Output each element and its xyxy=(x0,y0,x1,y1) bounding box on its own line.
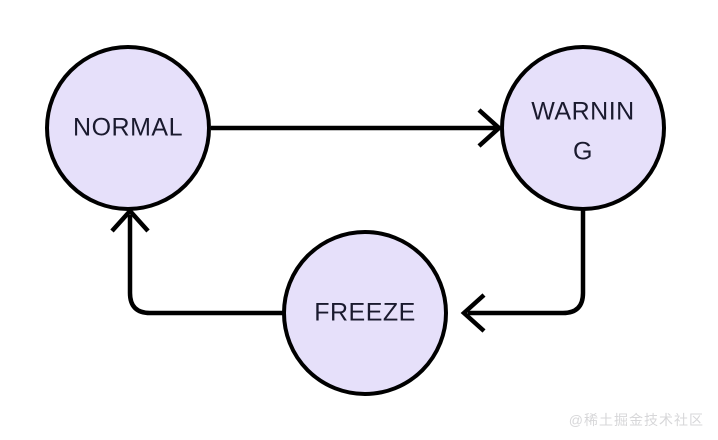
node-label-warning-line1: WARNIN xyxy=(531,98,634,126)
arrowhead-icon xyxy=(460,293,486,333)
arrowhead-icon xyxy=(477,108,503,148)
edge-normal-to-warning[interactable] xyxy=(211,108,503,148)
state-node-normal[interactable]: NORMAL xyxy=(45,45,211,211)
edge-warning-to-freeze[interactable] xyxy=(460,210,586,333)
state-node-freeze[interactable]: FREEZE xyxy=(282,230,448,396)
arrowhead-icon xyxy=(110,207,150,233)
node-shape xyxy=(45,45,211,211)
node-shape xyxy=(500,45,666,211)
edge-line xyxy=(127,215,290,316)
node-label-warning-line2: G xyxy=(573,138,593,166)
node-label-normal: NORMAL xyxy=(73,114,183,142)
state-node-warning[interactable]: WARNIN G xyxy=(500,45,666,211)
watermark: @稀土掘金技术社区 xyxy=(568,412,704,428)
edge-freeze-to-normal[interactable] xyxy=(110,207,290,316)
node-label-freeze: FREEZE xyxy=(314,299,416,327)
edge-line xyxy=(468,210,586,316)
node-shape xyxy=(282,230,448,396)
